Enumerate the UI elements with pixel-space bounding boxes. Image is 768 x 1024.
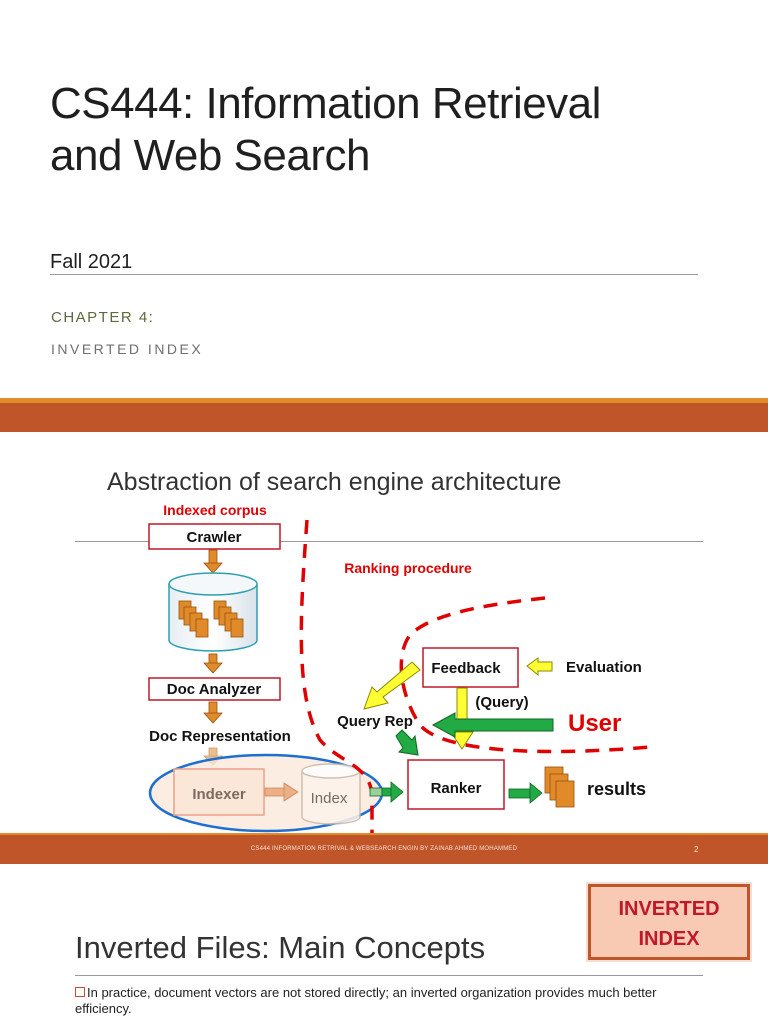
chapter-subtitle: INVERTED INDEX — [51, 341, 204, 357]
footer-accent-line — [0, 833, 768, 835]
indexed-corpus-label: Indexed corpus — [163, 502, 267, 518]
arrow-analyzer-down — [203, 701, 223, 724]
index-database-icon — [301, 763, 361, 825]
arrow-feedback-to-ranker — [450, 687, 474, 750]
concepts-divider — [75, 975, 703, 976]
arrow-crawler-down — [203, 549, 223, 574]
ranking-procedure-label: Ranking procedure — [344, 560, 472, 576]
results-label: results — [587, 779, 646, 799]
boundary-dashed-line — [299, 519, 374, 835]
arrow-user-to-queryrep — [431, 712, 554, 738]
ranking-dashed-line — [399, 596, 651, 754]
slide-separator — [0, 403, 768, 432]
indexer-label: Indexer — [192, 786, 246, 803]
document-database-icon — [168, 572, 258, 652]
arrow-queryrep-to-ranker — [395, 729, 419, 756]
footer-text: CS444 INFORMATION RETRIVAL & WEBSEARCH E… — [250, 846, 518, 852]
bullet-square-icon — [75, 987, 85, 997]
footer-bar — [0, 833, 768, 864]
indexer-box — [173, 768, 265, 816]
arrow-ranker-to-results — [508, 782, 543, 804]
feedback-box — [422, 647, 519, 688]
chapter-label: CHAPTER 4: — [51, 309, 155, 326]
slide-title-line1: CS444: Information Retrieval — [50, 79, 601, 128]
section-divider — [75, 541, 703, 542]
slide-title: CS444: Information Retrieval and Web Sea… — [50, 78, 601, 182]
badge-line1: INVERTED — [618, 898, 720, 920]
term-label: Fall 2021 — [50, 251, 133, 273]
architecture-diagram: Indexed corpus Crawler Doc Analyzer Doc … — [148, 502, 651, 835]
query-label: (Query) — [475, 694, 528, 711]
doc-analyzer-label: Doc Analyzer — [167, 681, 262, 698]
arrow-feedback-to-queryrep — [363, 661, 421, 710]
evaluation-label: Evaluation — [566, 659, 642, 676]
arrow-indexer-right — [264, 782, 299, 802]
query-rep-label: Query Rep — [337, 713, 413, 730]
section-title: Abstraction of search engine architectur… — [107, 468, 562, 496]
results-documents-icon — [544, 766, 575, 808]
ranker-label: Ranker — [431, 780, 482, 797]
term-divider — [50, 274, 698, 275]
arrow-db-down — [203, 653, 223, 674]
inverted-index-badge: INVERTED INDEX — [588, 884, 750, 960]
feedback-label: Feedback — [431, 660, 501, 677]
badge-line2: INDEX — [638, 928, 700, 950]
doc-representation-label: Doc Representation — [149, 728, 291, 745]
ranker-box — [407, 759, 505, 810]
doc-analyzer-box — [148, 677, 281, 701]
crawler-box — [148, 523, 281, 550]
arrow-index-to-ranker — [369, 781, 404, 803]
arrow-evaluation-left — [526, 657, 553, 677]
bullet-item: In practice, document vectors are not st… — [75, 985, 715, 1017]
crawler-label: Crawler — [186, 529, 241, 546]
concepts-title: Inverted Files: Main Concepts — [75, 930, 486, 965]
bullet-text: In practice, document vectors are not st… — [75, 985, 657, 1016]
slide-title-line2: and Web Search — [50, 131, 370, 180]
user-label: User — [568, 710, 621, 737]
slide-separator-top — [0, 398, 768, 403]
index-label: Index — [311, 790, 348, 807]
page-number: 2 — [694, 845, 699, 854]
